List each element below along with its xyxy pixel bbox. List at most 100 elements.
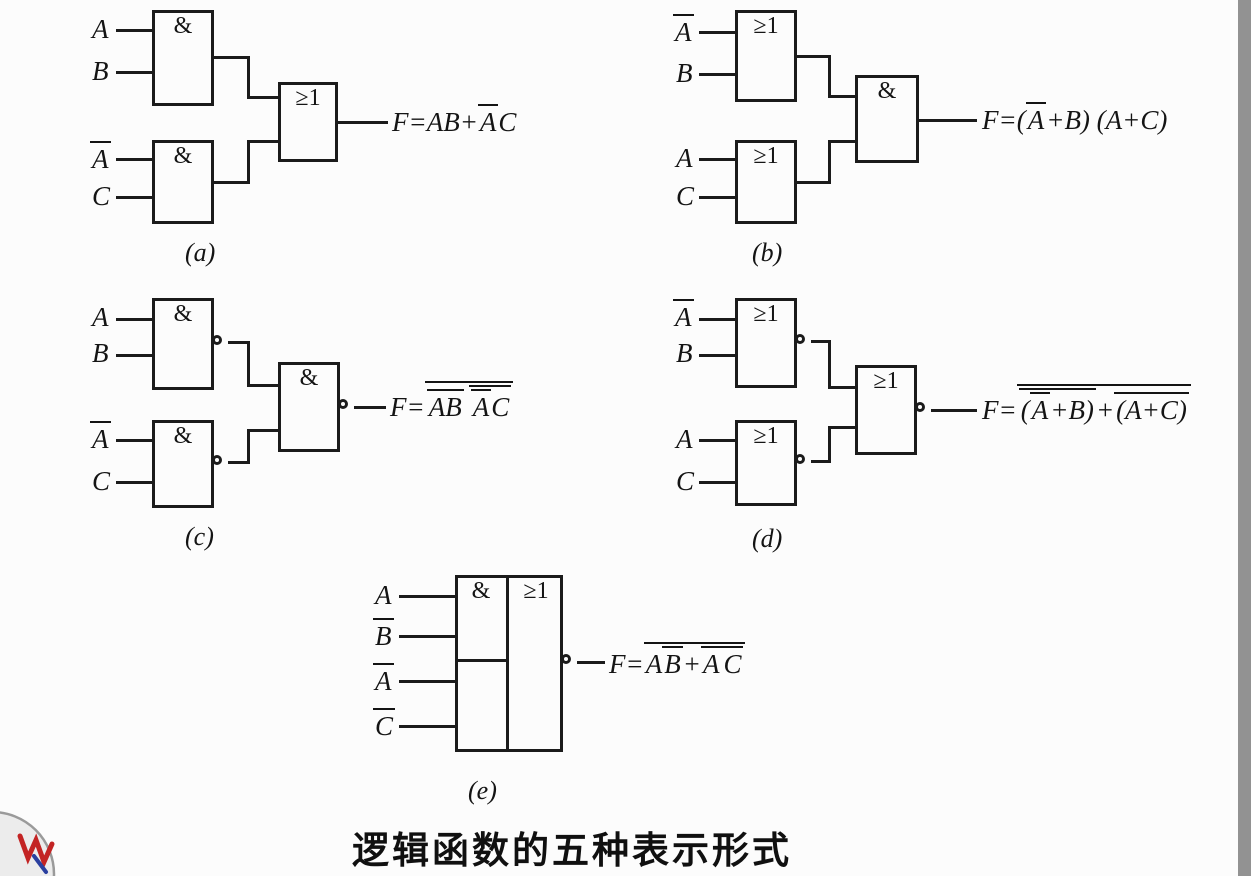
formula-a: F=AB+AC <box>392 104 516 138</box>
wire <box>247 384 278 387</box>
input-wrap: C <box>92 466 110 497</box>
wire <box>828 55 831 98</box>
formula-part: C <box>491 392 510 422</box>
input-wrap: B <box>92 56 109 87</box>
wire <box>116 481 152 484</box>
input-C: C <box>92 181 111 211</box>
wire <box>699 481 735 484</box>
wire <box>699 318 735 321</box>
formula-part: C <box>498 107 517 137</box>
nor-gate-label: ≥1 <box>873 368 899 394</box>
input-not-A: A <box>673 14 694 46</box>
input-B: B <box>92 338 109 368</box>
nor-gate-label: ≥1 <box>753 301 779 327</box>
wire <box>811 460 831 463</box>
formula-b: F=(A+B) (A+C) <box>982 102 1167 136</box>
input-wrap: A <box>373 663 394 695</box>
logo-circle <box>0 811 56 876</box>
wire <box>116 29 152 32</box>
wire <box>699 196 735 199</box>
nand-gate-box <box>152 298 214 390</box>
formula-part-overline: A <box>477 104 499 136</box>
wire <box>247 140 278 143</box>
formula-part: F=AB+ <box>392 107 478 137</box>
wire <box>247 140 250 184</box>
and-gate-box <box>152 10 214 106</box>
formula-part-overline: AB <box>426 389 464 421</box>
formula-part: A <box>645 649 663 679</box>
wire <box>828 426 855 429</box>
and-gate-label: & <box>173 143 193 169</box>
nand-gate-label: & <box>173 423 193 449</box>
formula-part: F= <box>982 395 1017 425</box>
formula-outer-overline: (A+B)+(A+C) <box>1016 384 1191 425</box>
input-wrap: C <box>676 181 694 212</box>
input-not-A: A <box>673 299 694 331</box>
formula-part: +B) (A+C) <box>1046 105 1168 135</box>
wire <box>116 196 152 199</box>
or-gate-label: ≥1 <box>753 13 779 39</box>
wire <box>247 341 250 387</box>
input-C: C <box>676 181 695 211</box>
wire <box>919 119 977 122</box>
wire <box>399 680 455 683</box>
formula-part: +B) <box>1050 395 1094 425</box>
formula-part: ( <box>1020 395 1030 425</box>
wire <box>247 96 278 99</box>
input-wrap: C <box>676 466 694 497</box>
nand-gate-label: & <box>173 301 193 327</box>
and-gate-box <box>152 140 214 224</box>
wire <box>228 341 250 344</box>
or-gate-box <box>735 140 797 224</box>
screen-edge-strip <box>1238 0 1251 876</box>
input-not-B: B <box>373 618 394 650</box>
wire <box>399 635 455 638</box>
wire <box>338 121 388 124</box>
formula-part-overline: A <box>1025 102 1047 134</box>
nand-gate-label: & <box>299 365 319 391</box>
logo-red-mark <box>17 833 55 869</box>
and-gate-label: & <box>173 13 193 39</box>
slide-caption: 逻辑函数的五种表示形式 <box>352 829 792 872</box>
formula-part: F= <box>390 392 425 422</box>
formula-part-overline: C <box>721 646 744 678</box>
wire <box>116 439 152 442</box>
wire <box>828 140 831 184</box>
wire <box>797 181 831 184</box>
wire <box>399 725 455 728</box>
wire <box>699 31 735 34</box>
wire <box>828 95 855 98</box>
formula-part-overline: B <box>662 646 683 678</box>
formula-part-overline: AC <box>468 385 512 422</box>
input-wrap: B <box>373 618 394 650</box>
wire <box>214 56 250 59</box>
formula-part: F=( <box>982 105 1026 135</box>
wire <box>699 439 735 442</box>
inverter-bubble <box>212 455 222 465</box>
wire <box>699 73 735 76</box>
input-not-C: C <box>373 708 396 740</box>
and-gate-box <box>855 75 919 163</box>
nor-gate-label: ≥1 <box>753 423 779 449</box>
input-wrap: B <box>676 58 693 89</box>
input-wrap: A <box>375 580 392 611</box>
wire <box>828 340 831 389</box>
wire <box>228 461 250 464</box>
inverter-bubble <box>338 399 348 409</box>
inverter-bubble <box>212 335 222 345</box>
gate-divider-vertical <box>506 575 509 752</box>
input-not-A: A <box>373 663 394 695</box>
and-section-label: & <box>471 578 491 604</box>
watermark-logo <box>0 811 56 876</box>
input-B: B <box>676 58 693 88</box>
wire <box>116 71 152 74</box>
input-A: A <box>676 424 693 454</box>
formula-part: F= <box>609 649 644 679</box>
wire <box>116 158 152 161</box>
or-gate-box <box>735 10 797 102</box>
wire <box>247 56 250 99</box>
figure-label-a: (a) <box>185 238 216 267</box>
